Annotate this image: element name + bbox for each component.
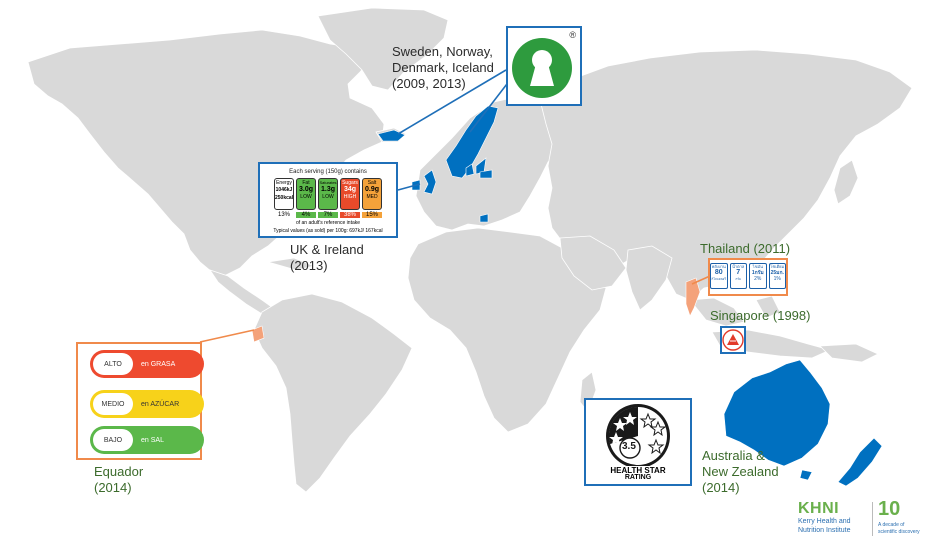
uk-label-percentages: 13% 4% 7% 38% 15% (260, 212, 396, 218)
arabia-land (559, 235, 627, 291)
label-australia: Australia & New Zealand (2014) (702, 448, 779, 495)
greenland-land (317, 7, 449, 91)
thailand-label-box: พลังงาน 80 กิโลแคลอรี น้ำตาล 7 กรัม ไขมั… (708, 258, 788, 296)
australia-highlight (723, 359, 831, 481)
uk-cell-saturates: Saturates 1.3g LOW (318, 178, 338, 210)
health-star-box: 3.5 HEALTH STAR RATING (584, 398, 692, 486)
highlighted-countries (377, 105, 883, 487)
denmark-highlight (465, 163, 475, 177)
health-star-rating: 3.5 (622, 441, 636, 452)
india-land (625, 245, 673, 311)
label-thailand: Thailand (2011) (700, 241, 791, 256)
ecuador-label-box: ALTO en GRASA MEDIO en AZÚCAR BAJO en SA… (76, 342, 204, 460)
new-zealand-highlight (837, 437, 883, 487)
uk-label-title: Each serving (150g) contains (289, 169, 367, 175)
connector-iceland (397, 69, 507, 135)
ecuador-row-sugar: MEDIO en AZÚCAR (90, 390, 204, 418)
south-america-land (253, 293, 413, 493)
uk-highlight (423, 169, 437, 195)
khni-logo-divider (872, 502, 873, 536)
singapore-label-box (720, 326, 746, 354)
registered-mark: ® (569, 30, 576, 40)
thailand-cell-fat: ไขมัน 1กรัม 2% (749, 263, 767, 289)
uk-label-footer1: of an adult's reference intake (295, 220, 361, 226)
japan-land (833, 159, 859, 205)
thailand-cells: พลังงาน 80 กิโลแคลอรี น้ำตาล 7 กรัม ไขมั… (710, 263, 786, 289)
connector-thailand (691, 275, 711, 285)
ecuador-row-fat: ALTO en GRASA (90, 350, 204, 378)
north-america-land (27, 29, 385, 277)
label-ecuador: Equador (2014) (94, 464, 144, 495)
caribbean-land (267, 257, 316, 271)
new-guinea-land (819, 343, 879, 363)
iceland-highlight (377, 129, 406, 142)
connector-lines-orange (199, 275, 711, 343)
health-star-line1: HEALTH STAR (610, 466, 666, 475)
thailand-cell-sodium: โซเดียม 25มก. 1% (768, 263, 786, 289)
africa-land (407, 227, 607, 433)
uk-label-box: Each serving (150g) contains Energy 1046… (258, 162, 398, 238)
keyhole-icon (512, 38, 572, 98)
estonia-highlight (479, 169, 493, 179)
southeast-asia-land (689, 295, 832, 359)
connector-lines (397, 69, 511, 191)
europe-land (415, 95, 575, 231)
khni-logo-name: KHNI (798, 500, 840, 517)
khni-logo-years: 10 (878, 498, 901, 520)
khni-logo-subtitle1: Kerry Health and (798, 518, 851, 525)
khni-logo-subtitle2: Nutrition Institute (798, 527, 851, 534)
thailand-highlight (685, 277, 701, 317)
khni-logo-tagline1: A decade of (878, 522, 905, 528)
uk-cell-sugars: Sugars 34g HIGH (340, 178, 360, 210)
connector-uk (397, 183, 421, 191)
khni-logo-tagline2: scientific discovery (878, 529, 920, 535)
thailand-cell-energy: พลังงาน 80 กิโลแคลอรี (710, 263, 728, 289)
health-star-icon (606, 404, 670, 466)
healthier-choice-icon (722, 329, 744, 351)
label-singapore: Singapore (1998) (710, 308, 811, 323)
ecuador-highlight (251, 325, 265, 343)
uk-label-footer2: Typical values (as sold) per 100g: 697kJ… (273, 228, 383, 234)
uk-cell-fat: Fat 3.0g LOW (296, 178, 316, 210)
label-nordic: Sweden, Norway, Denmark, Iceland (2009, … (392, 44, 494, 91)
connector-ecuador (199, 329, 255, 343)
khni-logo: KHNI Kerry Health and Nutrition Institut… (798, 498, 938, 540)
connector-scandinavia (469, 79, 511, 133)
uk-cell-energy: Energy 1046kJ 250kcal (274, 178, 294, 210)
uk-label-cells: Energy 1046kJ 250kcal Fat 3.0g LOW Satur… (260, 178, 396, 210)
keyhole-label-box: ® (506, 26, 582, 106)
label-uk: UK & Ireland (2013) (290, 242, 364, 273)
slovenia-highlight (479, 213, 489, 223)
ecuador-row-salt: BAJO en SAL (90, 426, 204, 454)
orange-countries (251, 277, 701, 343)
uk-cell-salt: Salt 0.9g MED (362, 178, 382, 210)
health-star-line2: RATING (624, 474, 652, 481)
thailand-cell-sugar: น้ำตาล 7 กรัม (729, 263, 747, 289)
